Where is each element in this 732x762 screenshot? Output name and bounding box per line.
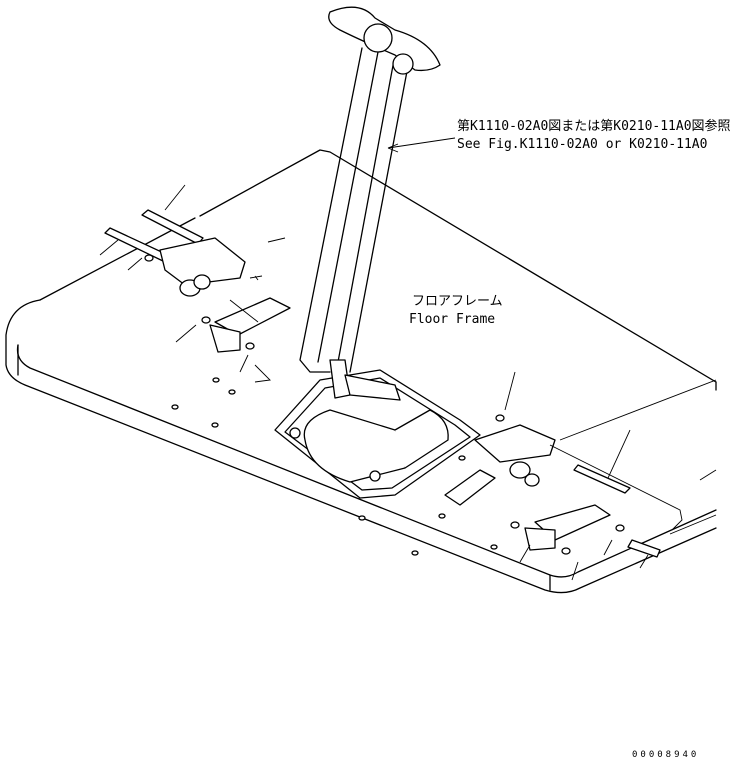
travel-lever xyxy=(299,6,441,401)
plate-holes xyxy=(171,377,498,556)
floor-frame-label-japanese: フロアフレーム xyxy=(412,294,503,309)
center-cover xyxy=(274,369,481,499)
left-pedal-assembly xyxy=(99,184,291,383)
drawing-number: 00008940 xyxy=(632,750,699,760)
floor-frame-label-english: Floor Frame xyxy=(409,312,495,327)
floor-plate xyxy=(5,149,717,594)
reference-note-japanese: 第K1110-02A0図または第K0210-11A0図参照 xyxy=(457,118,731,134)
reference-leader xyxy=(387,137,456,153)
right-pedal-assembly xyxy=(474,371,717,581)
reference-note-english: See Fig.K1110-02A0 or K0210-11A0 xyxy=(457,137,707,152)
